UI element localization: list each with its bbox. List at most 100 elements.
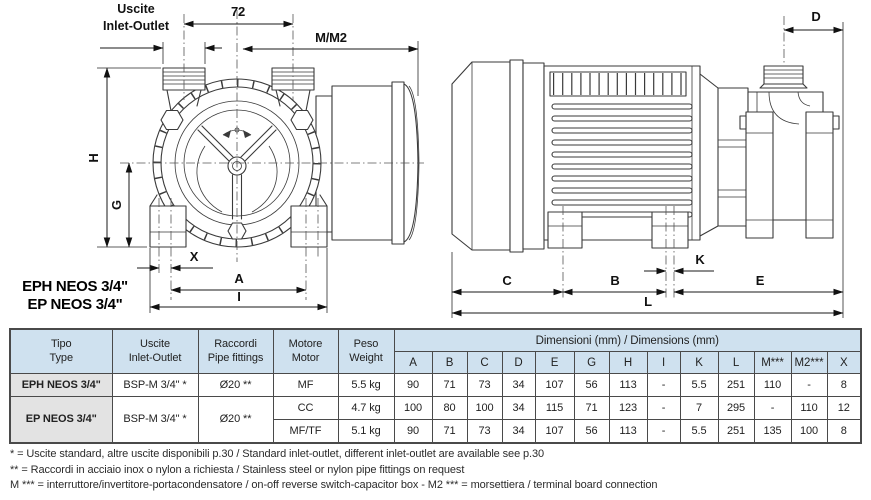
footnote-pipe-fittings: ** = Raccordi in acciaio inox o nylon a … (10, 463, 465, 476)
dim-col-header-l: L (717, 351, 755, 374)
cell-dim-m: 135 (753, 419, 792, 443)
motor-cooling-fins (551, 103, 693, 218)
cell-dim-d: 34 (501, 373, 536, 397)
cell-dim-b: 80 (431, 396, 468, 420)
dim-label-d: D (811, 9, 820, 24)
cell-dim-k: 5.5 (679, 419, 719, 443)
cell-dim-k: 7 (679, 396, 719, 420)
dim-col-header-h: H (608, 351, 648, 374)
cell-fittings: Ø20 ** (197, 373, 274, 397)
dim-label-c: C (502, 273, 512, 288)
footnote-standard-outlets: * = Uscite standard, altre uscite dispon… (10, 448, 545, 460)
table-row-eph-neos: EPH NEOS 3/4" BSP-M 3/4" * Ø20 ** MF 5.5… (9, 373, 862, 397)
dim-label-i: I (237, 289, 240, 304)
cell-dim-d: 34 (501, 419, 536, 443)
pump-cover-spokes (196, 125, 278, 220)
cell-dim-l: 295 (717, 396, 755, 420)
cell-dim-l: 251 (717, 419, 755, 443)
dim-label-h: H (86, 153, 101, 162)
cell-dim-a: 90 (393, 419, 433, 443)
dim-col-header-c: C (466, 351, 503, 374)
front-view-pump-drawing: 72 Uscite Inlet-Outlet M/M2 H G X A (22, 2, 424, 313)
dim-label-e: E (756, 273, 765, 288)
cell-motor: MF/TF (272, 419, 339, 443)
dim-label-l: L (644, 294, 652, 309)
cell-dim-e: 115 (534, 396, 575, 420)
table-row-ep-neos-cc: EP NEOS 3/4" BSP-M 3/4" * Ø20 ** CC 4.7 … (9, 396, 862, 443)
cell-dim-m2: - (790, 373, 828, 397)
cell-dim-h: 113 (608, 419, 648, 443)
dim-col-header-x: X (826, 351, 862, 374)
model-name-eph-neos: EPH NEOS 3/4" (22, 278, 128, 295)
cell-dim-c: 73 (466, 373, 503, 397)
cell-dim-m2: 110 (790, 396, 828, 420)
cell-dim-m: - (753, 396, 792, 420)
dim-label-72: 72 (231, 4, 245, 19)
cell-motor: MF (272, 373, 339, 397)
cell-dim-b: 71 (431, 419, 468, 443)
inlet-outlet-label-line1: Uscite (117, 2, 155, 16)
cell-weight: 5.5 kg (337, 373, 395, 397)
cell-dim-h: 113 (608, 373, 648, 397)
cell-dim-e: 107 (534, 419, 575, 443)
cell-dim-l: 251 (717, 373, 755, 397)
cell-dim-i: - (646, 373, 681, 397)
dim-col-header-d: D (501, 351, 536, 374)
front-view-dimensions: 72 Uscite Inlet-Outlet M/M2 H G X A (86, 2, 419, 313)
dim-label-x: X (190, 249, 199, 264)
cell-dim-b: 71 (431, 373, 468, 397)
dim-col-header-m2: M2*** (790, 351, 828, 374)
cell-dim-a: 90 (393, 373, 433, 397)
dim-col-header-m: M*** (753, 351, 792, 374)
model-name-ep-neos: EP NEOS 3/4" (28, 296, 123, 313)
table-row-ep-neos-mftf: MF/TF 5.1 kg 90 71 73 34 107 56 113 - 5.… (10, 419, 862, 443)
footnote-switch-capacitor: M *** = interruttore/invertitore-portaco… (10, 479, 658, 491)
dim-label-a: A (234, 271, 244, 286)
cell-dim-x: 8 (826, 373, 862, 397)
cell-type: EP NEOS 3/4" (9, 396, 113, 443)
cell-dim-k: 5.5 (679, 373, 719, 397)
cell-weight: 4.7 kg (337, 396, 395, 420)
dim-col-header-k: K (679, 351, 719, 374)
cell-dim-a: 100 (393, 396, 433, 420)
dim-col-header-e: E (534, 351, 575, 374)
cell-dim-g: 56 (573, 373, 610, 397)
cell-inlet: BSP-M 3/4" * (111, 373, 199, 397)
dim-col-header-g: G (573, 351, 610, 374)
cell-weight: 5.1 kg (337, 419, 395, 443)
col-header-dimensions: Dimensioni (mm) / Dimensions (mm) (393, 328, 862, 352)
cell-fittings: Ø20 ** (197, 396, 274, 443)
cell-dim-h: 123 (608, 396, 648, 420)
dim-label-k: K (695, 252, 705, 267)
cell-inlet: BSP-M 3/4" * (111, 396, 199, 443)
cell-dim-e: 107 (534, 373, 575, 397)
pump-base-feet (149, 194, 328, 248)
footnotes: * = Uscite standard, altre uscite dispon… (10, 447, 865, 494)
cell-dim-i: - (646, 419, 681, 443)
dim-label-b: B (610, 273, 619, 288)
dim-label-g: G (109, 200, 124, 210)
cell-dim-g: 71 (573, 396, 610, 420)
dim-col-header-a: A (393, 351, 433, 374)
cell-motor: CC (272, 396, 339, 420)
side-view-dimensions: D C B K E L (451, 9, 844, 318)
cell-dim-m: 110 (753, 373, 792, 397)
dim-col-header-i: I (646, 351, 681, 374)
dim-col-header-b: B (431, 351, 468, 374)
technical-drawings: 72 Uscite Inlet-Outlet M/M2 H G X A (22, 2, 844, 318)
dim-label-m-m2: M/M2 (315, 30, 347, 45)
cell-dim-x: 12 (826, 396, 862, 420)
cell-dim-i: - (646, 396, 681, 420)
cell-dim-x: 8 (826, 419, 862, 443)
side-view-pump-drawing: D C B K E L (451, 9, 844, 318)
cell-dim-c: 100 (466, 396, 503, 420)
cell-dim-c: 73 (466, 419, 503, 443)
cell-dim-m2: 100 (790, 419, 828, 443)
